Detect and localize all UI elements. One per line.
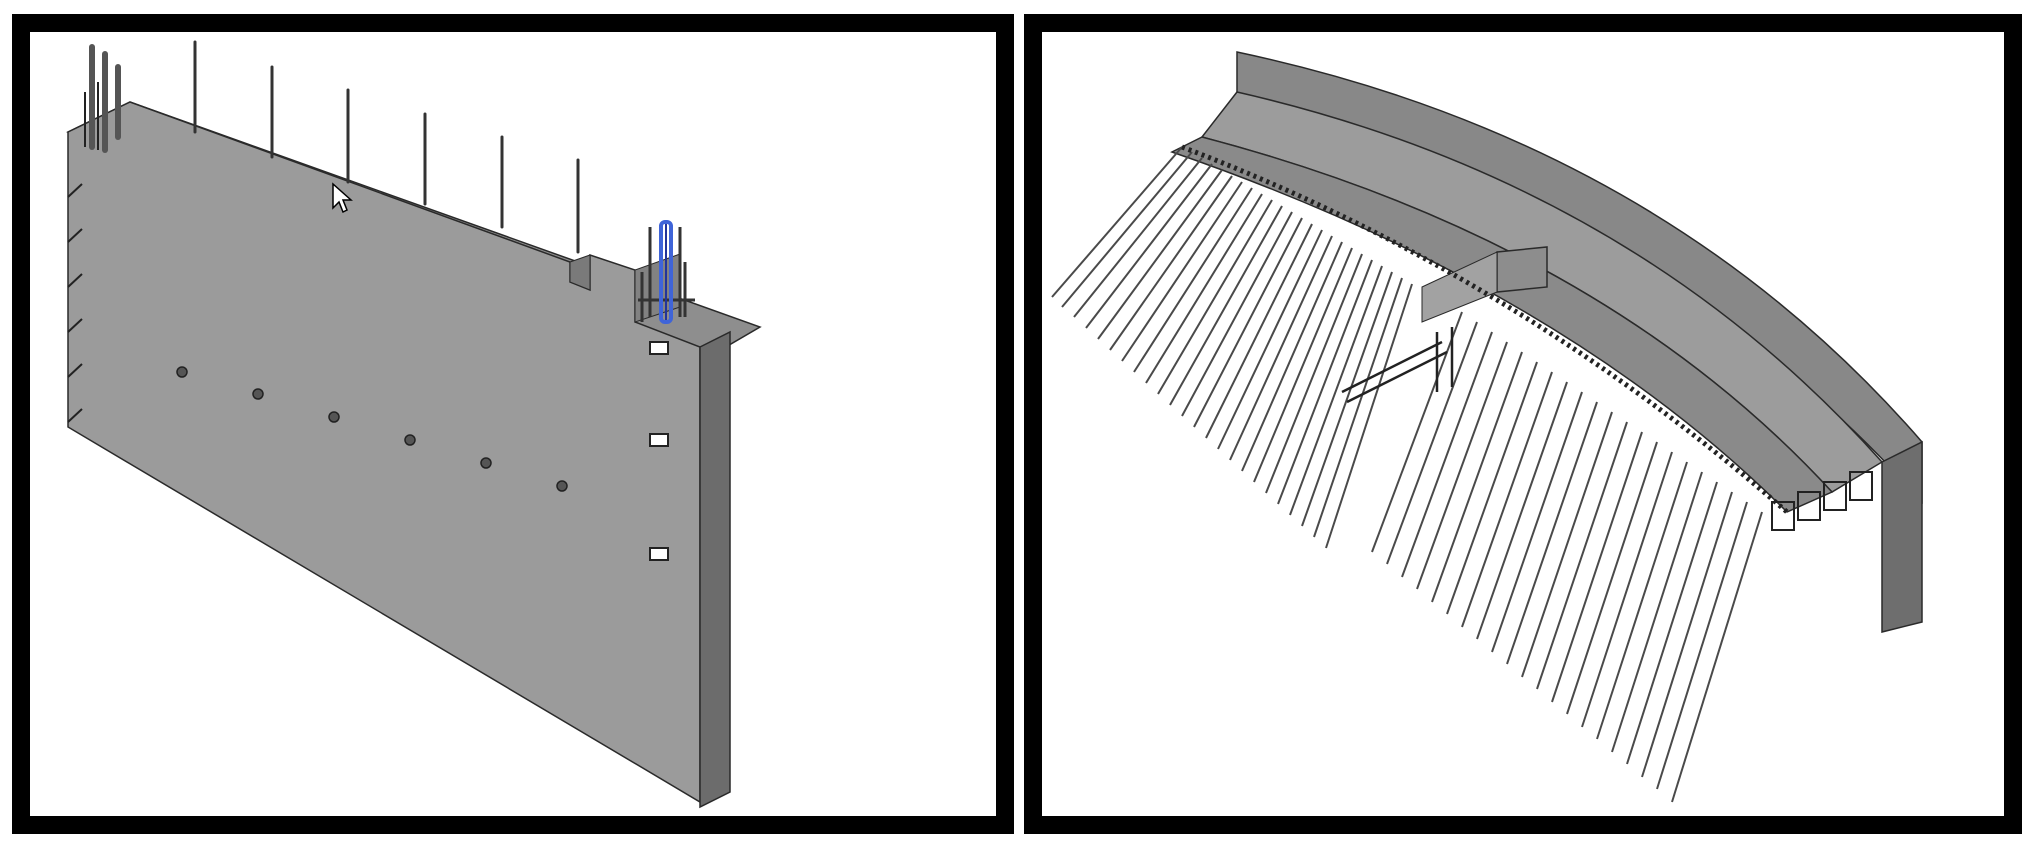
top-notch-step (569, 254, 591, 291)
mouse-pointer-icon (332, 182, 353, 214)
embed-plates[interactable] (649, 341, 669, 561)
stirrup-chain[interactable] (1181, 144, 1789, 514)
projecting-rebar-upper[interactable] (1051, 146, 1413, 549)
left-edge-dowels[interactable] (67, 183, 83, 423)
lifting-inserts[interactable] (176, 366, 568, 492)
wall-side-face[interactable] (699, 330, 731, 809)
wall-panel-model[interactable] (30, 32, 996, 816)
joint-rebar[interactable] (1341, 327, 1454, 404)
selected-rebar-highlight[interactable] (659, 220, 673, 324)
beam-joint-block[interactable] (1496, 246, 1548, 293)
viewport-left-wall-panel[interactable] (12, 14, 1014, 834)
viewport-right-curved-beam[interactable] (1024, 14, 2022, 834)
projecting-rebar-lower[interactable] (1371, 311, 1763, 803)
beam-end-face[interactable] (1881, 440, 1923, 633)
wall-front-face[interactable] (67, 101, 701, 804)
curved-beam-model[interactable] (1042, 32, 2004, 816)
top-starter-bars[interactable] (193, 40, 580, 254)
left-corner-starter-bars[interactable] (89, 44, 121, 153)
end-stirrup-cages[interactable] (1771, 471, 1873, 531)
